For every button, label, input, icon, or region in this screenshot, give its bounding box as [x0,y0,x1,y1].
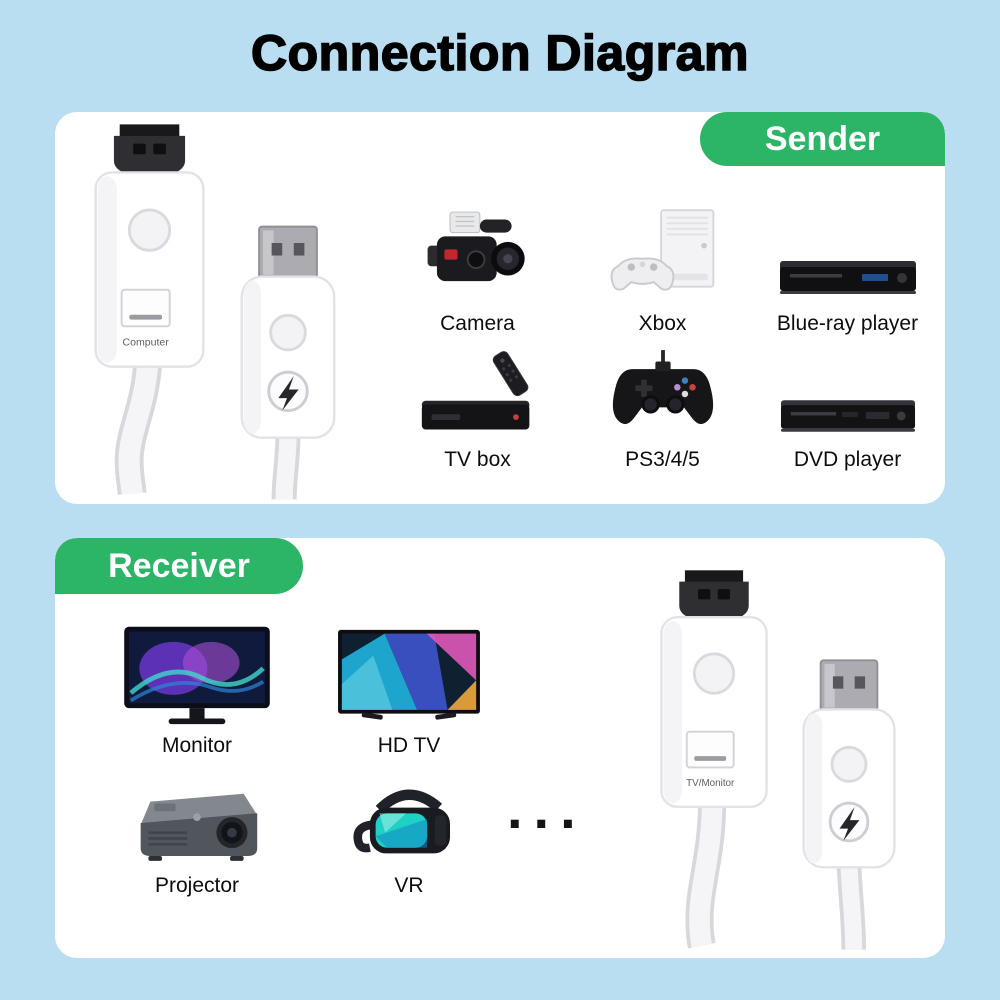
hdmi-dongle-icon: Computer [94,124,205,496]
xbox-console-icon [610,209,714,291]
device-projector: Projector [91,758,303,898]
device-ps-controller: PS3/4/5 [570,336,755,472]
device-label-vr: VR [394,874,424,897]
usb-plug-sender [235,220,341,504]
hdmi-dongle-icon: TV/Monitor [660,570,768,949]
device-monitor: Monitor [91,618,303,758]
dongle-port-label: TV/Monitor [686,778,735,789]
hdmi-dongle-sender: Computer [87,118,212,500]
hdmi-dongle-receiver: TV/Monitor [653,558,775,958]
device-label-hd-tv: HD TV [377,734,441,757]
usb-plug-receiver [797,650,901,958]
device-dvd-player: DVD player [755,336,940,472]
monitor-icon [124,626,270,725]
device-label-camera: Camera [440,312,515,335]
usb-plug-icon [240,225,336,500]
hd-tv-icon [338,629,480,720]
tv-box-icon [421,351,529,430]
device-label-blu-ray: Blue-ray player [776,312,919,335]
receiver-badge: Receiver [55,538,303,594]
device-label-ps: PS3/4/5 [625,448,700,471]
sender-badge: Sender [700,112,945,166]
receiver-device-grid: Monitor HD TV [91,618,515,898]
device-xbox: Xbox [570,190,755,336]
sender-card: Sender Computer [55,112,945,504]
dongle-port-label: Computer [122,337,169,349]
device-blu-ray-player: Blue-ray player [755,190,940,336]
device-vr: VR [303,758,515,898]
camera-icon [427,211,525,282]
dvd-player-icon [780,400,915,432]
receiver-card: Receiver Monitor [55,538,945,958]
device-tv-box: TV box [385,336,570,472]
device-label-tv-box: TV box [444,448,511,471]
blu-ray-player-icon [779,261,916,294]
device-label-projector: Projector [154,874,240,897]
page-title: Connection Diagram [250,24,749,82]
usb-plug-icon [802,659,896,950]
game-controller-icon [612,350,713,425]
device-camera: Camera [385,190,570,336]
device-label-monitor: Monitor [161,734,233,757]
lightning-bolt-icon [278,375,299,411]
projector-icon [140,793,258,861]
ellipsis-dots: ... [507,777,587,840]
sender-device-grid: Camera Xbox [385,190,940,472]
vr-headset-icon [353,789,451,854]
device-label-xbox: Xbox [638,312,687,335]
device-label-dvd: DVD player [793,448,902,471]
device-hd-tv: HD TV [303,618,515,758]
lightning-bolt-icon [839,806,860,841]
